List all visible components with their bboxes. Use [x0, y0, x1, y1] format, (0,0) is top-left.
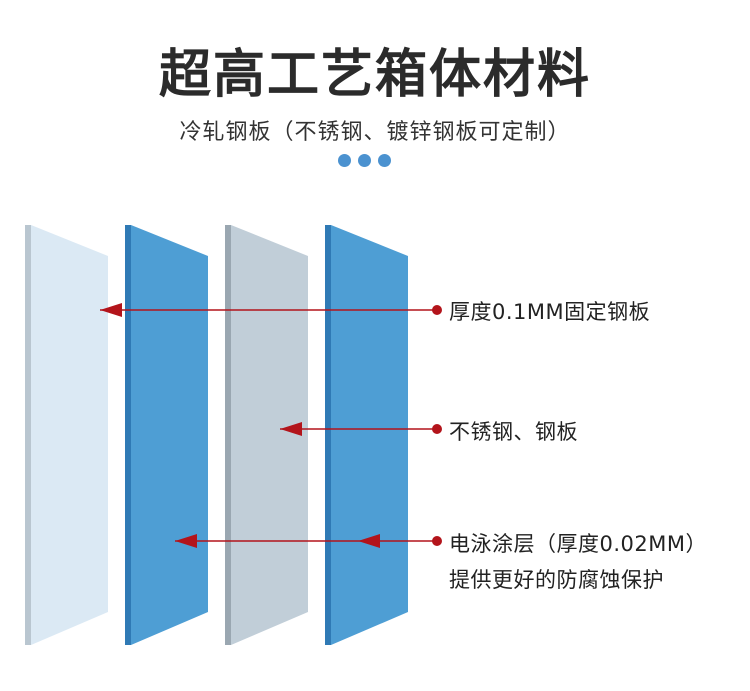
panel-blue-2	[325, 225, 408, 645]
callout-label-2: 不锈钢、钢板	[449, 420, 578, 444]
callout-label-1: 厚度0.1MM固定钢板	[449, 300, 651, 324]
page-subtitle: 冷轧钢板（不锈钢、镀锌钢板可定制）	[179, 120, 571, 145]
callout-label-3a: 电泳涂层（厚度0.02MM）	[449, 532, 707, 556]
callout-line-1	[100, 303, 442, 317]
panel-grey	[225, 225, 308, 645]
dot-icon	[378, 154, 391, 167]
panel-blue-1	[125, 225, 208, 645]
callout-label-3b: 提供更好的防腐蚀保护	[449, 568, 664, 592]
dot-icon	[358, 154, 371, 167]
arrowhead-icon	[358, 534, 380, 548]
decorative-dots	[338, 154, 412, 168]
callout-line-2	[280, 422, 442, 436]
panel-front	[25, 225, 108, 645]
page-title: 超高工艺箱体材料	[158, 44, 591, 105]
dot-icon	[338, 154, 351, 167]
callout-line-3	[175, 534, 442, 548]
